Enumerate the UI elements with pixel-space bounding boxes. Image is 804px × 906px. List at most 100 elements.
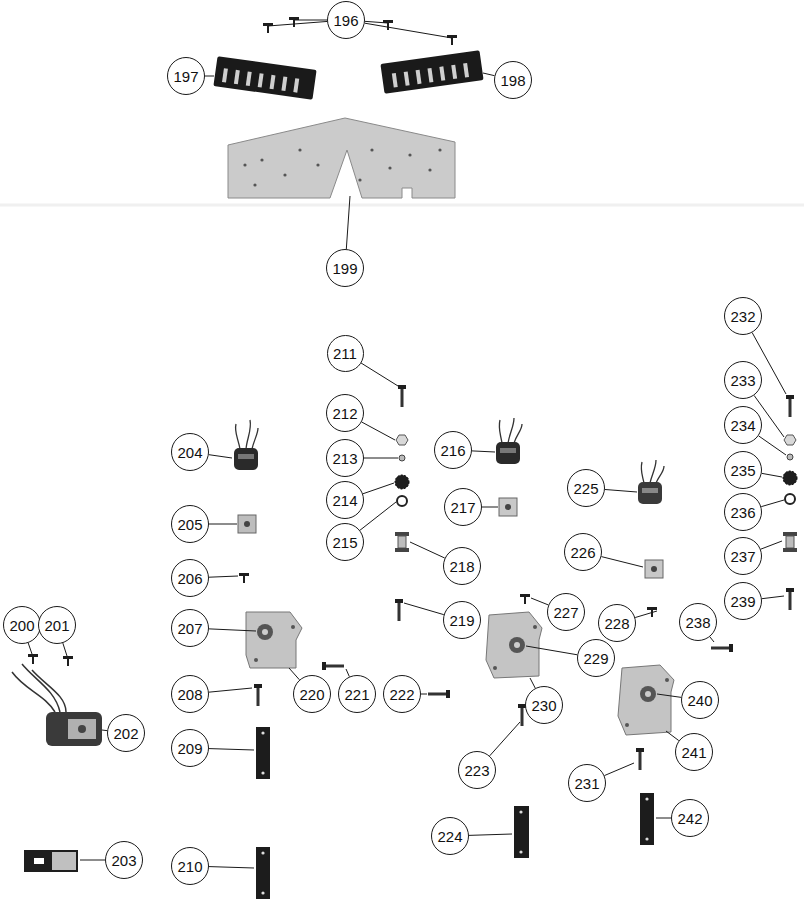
wired-element — [638, 460, 664, 504]
callout-label: 219 — [449, 613, 474, 628]
contact-bracket — [486, 612, 542, 678]
leader-line — [362, 422, 395, 440]
tack-screw — [447, 35, 457, 45]
screw — [636, 748, 644, 770]
screw — [398, 385, 406, 407]
callout-label: 211 — [333, 346, 357, 361]
callout-number: 209 — [171, 729, 209, 767]
callout-label: 200 — [9, 618, 34, 633]
callout-number: 207 — [171, 609, 209, 647]
callout-label: 240 — [687, 693, 712, 708]
callout-number: 200 — [3, 606, 41, 644]
callout-label: 236 — [730, 505, 755, 520]
callout-number: 229 — [577, 639, 615, 677]
contact-strip — [256, 727, 270, 779]
spacer — [395, 532, 409, 552]
callout-label: 217 — [450, 500, 475, 515]
callout-number: 202 — [107, 714, 145, 752]
callout-number: 215 — [326, 523, 364, 561]
screw — [395, 599, 403, 621]
leader-line — [209, 688, 252, 692]
callout-label: 229 — [583, 651, 608, 666]
leader-line — [761, 500, 784, 507]
screw — [322, 662, 344, 670]
leader-line — [762, 473, 782, 477]
callout-label: 210 — [177, 859, 202, 874]
contact-bracket — [246, 612, 302, 668]
callout-number: 225 — [567, 469, 605, 507]
toothed-washer — [783, 471, 797, 485]
ring-washer — [785, 494, 795, 504]
callout-number: 226 — [564, 533, 602, 571]
callout-number: 227 — [547, 593, 585, 631]
callout-label: 206 — [177, 571, 202, 586]
scan-band — [0, 204, 804, 207]
callout-label: 223 — [464, 763, 489, 778]
leader-line — [657, 694, 681, 697]
leader-line — [28, 643, 32, 654]
contact-strip — [514, 806, 529, 858]
leader-line — [531, 598, 548, 605]
callout-number: 199 — [326, 249, 364, 287]
callout-label: 226 — [570, 545, 595, 560]
callout-label: 225 — [573, 481, 598, 496]
callout-number: 239 — [724, 582, 762, 620]
callout-label: 235 — [730, 463, 755, 478]
callout-number: 219 — [443, 601, 481, 639]
leader-line — [666, 731, 679, 741]
callout-number: 221 — [338, 675, 376, 713]
tack-screw — [520, 594, 530, 604]
callout-label: 208 — [177, 687, 202, 702]
callout-label: 232 — [730, 309, 755, 324]
callout-label: 230 — [531, 698, 556, 713]
leader-line — [482, 507, 498, 508]
callout-label: 220 — [299, 687, 324, 702]
contact-strip — [256, 847, 270, 899]
callout-number: 222 — [383, 675, 421, 713]
callout-label: 231 — [574, 776, 599, 791]
leader-line — [604, 763, 634, 776]
callout-number: 203 — [105, 841, 143, 879]
callout-number: 213 — [326, 439, 364, 477]
leader-line — [759, 436, 786, 455]
tack-screw — [239, 573, 249, 583]
leader-line — [363, 483, 394, 494]
leader-line — [289, 668, 299, 680]
insulator-square — [645, 560, 663, 578]
callout-number: 208 — [171, 675, 209, 713]
screw — [786, 588, 794, 610]
spacer — [783, 532, 797, 552]
callout-number: 230 — [525, 686, 563, 724]
callout-number: 217 — [444, 488, 482, 526]
leader-line — [360, 502, 396, 530]
leader-line — [209, 455, 232, 458]
callout-label: 209 — [177, 741, 202, 756]
leader-line — [421, 694, 427, 695]
leader-line — [605, 489, 637, 492]
tack-screw — [63, 656, 73, 666]
callout-number: 198 — [494, 61, 532, 99]
terminal-strip — [213, 56, 316, 100]
leader-line — [346, 196, 350, 249]
callout-label: 201 — [44, 618, 69, 633]
callout-number: 211 — [327, 335, 364, 372]
callout-label: 202 — [113, 726, 138, 741]
wired-element — [234, 420, 258, 470]
leader-line — [365, 21, 388, 23]
callout-label: 224 — [437, 829, 462, 844]
leader-line — [364, 458, 398, 459]
hex-nut — [396, 435, 408, 445]
callout-label: 241 — [681, 745, 706, 760]
wired-element — [496, 418, 522, 464]
callout-number: 232 — [724, 297, 762, 335]
callout-number: 241 — [675, 733, 713, 771]
switch-unit — [12, 664, 102, 746]
contact-bracket — [618, 665, 674, 735]
callout-number: 197 — [167, 57, 205, 95]
insulator-square — [238, 515, 256, 533]
leader-line — [635, 611, 657, 618]
tack-screw — [263, 23, 273, 33]
leader-line — [80, 860, 105, 861]
